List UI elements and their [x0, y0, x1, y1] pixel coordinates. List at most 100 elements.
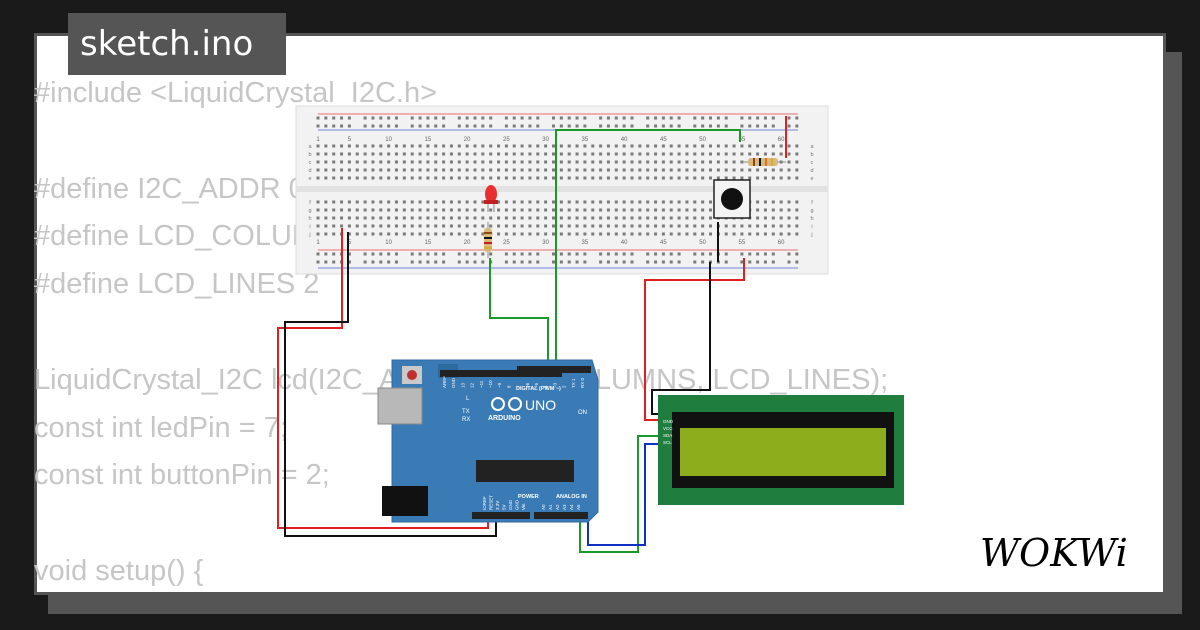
pin-label: 13: [460, 382, 465, 388]
pin-label: GND: [451, 377, 456, 388]
column-number: 40: [621, 240, 628, 246]
row-letter: b: [308, 152, 311, 158]
code-line: const int buttonPin = 2;: [34, 459, 330, 492]
arduino-brand: ARDUINO: [488, 415, 521, 422]
column-number: 25: [503, 137, 510, 143]
row-letter: a: [308, 144, 312, 150]
pin-label: 5V: [502, 504, 507, 510]
column-number: 60: [778, 137, 785, 143]
pin-label: A4: [569, 504, 574, 510]
pin-label: ~6: [525, 382, 530, 388]
wire-black-gnd: [284, 232, 497, 537]
pin-label: 4: [543, 385, 548, 388]
led[interactable]: [484, 185, 498, 212]
column-number: 5: [348, 137, 352, 143]
arduino-logo-icon: [491, 397, 522, 411]
column-number: 55: [739, 137, 746, 143]
column-number: 40: [621, 137, 628, 143]
wire-blue-scl: [587, 443, 664, 546]
pin-label: A3: [562, 504, 567, 510]
row-letter: h: [810, 216, 813, 222]
column-number: 30: [542, 240, 549, 246]
lcd-pin-label: SCL: [663, 440, 672, 445]
column-number: 50: [699, 137, 706, 143]
wire-red-lcd-vcc: [644, 258, 745, 421]
code-line: #include <LiquidCrystal_I2C.h>: [34, 77, 438, 109]
code-line: #define LCD_LINES 2: [34, 268, 320, 301]
file-tab-title[interactable]: sketch.ino: [68, 13, 286, 75]
column-number: 20: [464, 240, 471, 246]
pin-label: GND: [508, 499, 513, 510]
push-button[interactable]: [713, 179, 751, 219]
pin-label: 3.3V: [495, 501, 500, 510]
column-number: 5: [348, 240, 352, 246]
pin-label: A2: [555, 504, 560, 510]
row-letter: d: [810, 168, 813, 174]
pin-label: 2: [562, 385, 567, 388]
arduino-uno[interactable]: UNO ARDUINO DIGITAL (PWM ~) POWER ANALOG…: [377, 359, 599, 523]
column-number: 35: [582, 137, 589, 143]
power-header-label: POWER: [518, 494, 539, 500]
code-line: const int ledPin = 7;: [34, 411, 288, 444]
row-letter: g: [810, 208, 813, 214]
lcd-pin-label: SDA: [663, 433, 672, 438]
row-letter: f: [309, 200, 311, 206]
l-led-label: L: [466, 396, 470, 402]
pin-label: A0: [541, 504, 546, 510]
column-number: 20: [464, 137, 471, 143]
code-line: void setup() {: [34, 554, 204, 587]
pin-label: RX 0: [580, 377, 585, 388]
column-number: 1: [316, 137, 320, 143]
pin-label: ~5: [534, 382, 539, 388]
wire-green-button: [555, 129, 741, 362]
column-number: 10: [385, 137, 392, 143]
wire-black-lcd-gnd: [651, 262, 711, 415]
pin-label: ~11: [479, 380, 484, 388]
column-number: 50: [699, 240, 706, 246]
on-led-label: ON: [578, 410, 587, 416]
column-number: 45: [660, 137, 667, 143]
row-letter: e: [810, 176, 813, 182]
row-letter: e: [308, 176, 311, 182]
pin-label: RESET: [489, 495, 494, 510]
column-number: 25: [503, 240, 510, 246]
lcd-pin-label: VCC: [663, 426, 673, 431]
pin-label: 12: [470, 382, 475, 388]
digital-header-label: DIGITAL (PWM ~): [516, 386, 561, 392]
row-letter: i: [309, 224, 310, 230]
lcd-16x2[interactable]: GND VCC SDA SCL: [658, 395, 904, 505]
pin-label: TX 1: [571, 378, 576, 388]
wokwi-logo-text: WOKWi: [980, 531, 1128, 575]
row-letter: b: [810, 152, 813, 158]
lcd-pin-label: GND: [663, 419, 674, 424]
pin-label: AREF: [442, 376, 447, 388]
rx-led-label: RX: [462, 417, 470, 423]
row-letter: j: [810, 232, 812, 238]
lcd-pin-labels: GND VCC SDA SCL: [663, 419, 674, 445]
column-number: 15: [425, 240, 432, 246]
resistor-button[interactable]: [742, 158, 786, 166]
row-letter: i: [811, 224, 812, 230]
column-number: 45: [660, 240, 667, 246]
row-letter: f: [811, 200, 813, 206]
row-letter: c: [309, 160, 312, 166]
column-number: 1: [316, 240, 320, 246]
wire-green-led: [489, 258, 549, 362]
pin-label: IOREF: [482, 496, 487, 510]
wokwi-logo: WOKWi: [980, 531, 1128, 575]
pin-label: A5: [576, 504, 581, 510]
column-number: 55: [739, 240, 746, 246]
wire-green-sda: [579, 435, 664, 553]
pin-label: 7: [516, 385, 521, 388]
pin-label: 8: [506, 385, 511, 388]
column-number: 60: [778, 240, 785, 246]
wires[interactable]: [277, 116, 787, 553]
row-letter: c: [811, 160, 814, 166]
resistor-led[interactable]: [484, 222, 492, 258]
arduino-model: UNO: [525, 397, 556, 413]
